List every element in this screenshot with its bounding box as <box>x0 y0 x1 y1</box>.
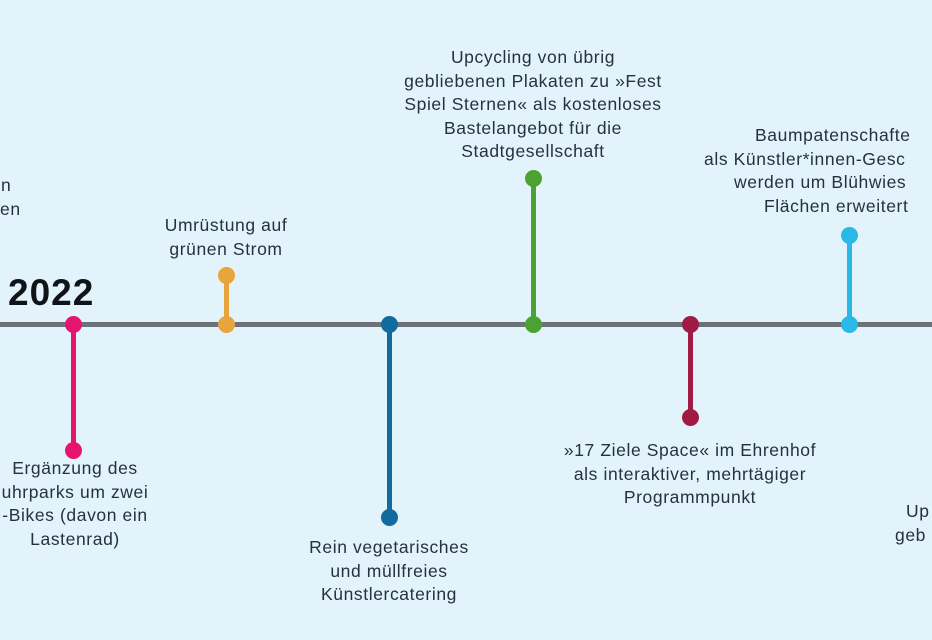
label-line: Umrüstung auf <box>164 215 288 235</box>
label-line: uhrparks um zwei <box>1 481 149 502</box>
label-line: Flächen erweitert <box>764 196 909 216</box>
marker-dot-on-axis <box>380 316 398 333</box>
year-label: 2022 <box>8 272 95 313</box>
marker-dot-end <box>217 266 235 284</box>
label-line: und müllfreies <box>330 560 448 581</box>
label-line: grünen Strom <box>169 238 283 259</box>
marker-dot-end <box>64 441 82 459</box>
marker-stem <box>687 324 693 417</box>
label-line: als interaktiver, mehrtägiger <box>573 463 807 484</box>
label-line: Lastenrad) <box>30 528 120 549</box>
marker-stem <box>530 178 536 324</box>
label-line: Programmpunkt <box>623 487 757 507</box>
label-line: werden um Blühwies <box>734 172 907 192</box>
marker-dot-on-axis <box>524 316 542 333</box>
label-17-ziele-space: »17 Ziele Space« im Ehrenhof als interak… <box>564 439 816 510</box>
cutoff-text-fragment: geb <box>895 524 926 545</box>
label-ebike-fleet: Ergänzung des uhrparks um zwei -Bikes (d… <box>2 457 149 551</box>
marker-dot-on-axis <box>840 316 858 333</box>
label-line: Ergänzung des <box>12 458 138 478</box>
cutoff-text-fragment: Up <box>906 501 930 521</box>
label-line: Rein vegetarisches <box>309 537 469 557</box>
label-line: Künstlercatering <box>320 584 458 604</box>
label-line: -Bikes (davon ein <box>2 505 148 525</box>
label-line: gebliebenen Plakaten zu »Fest <box>404 70 662 91</box>
marker-dot-on-axis <box>681 316 699 333</box>
marker-dot-end <box>524 169 542 187</box>
label-line: Stadtgesellschaft <box>461 141 605 161</box>
marker-stem <box>386 324 392 517</box>
label-line: Baumpatenschafte <box>755 125 911 145</box>
marker-dot-end <box>840 226 858 244</box>
label-line: Upcycling von übrig <box>450 47 616 67</box>
timeline-axis <box>0 322 932 327</box>
marker-stem <box>70 324 76 450</box>
cutoff-text-fragment: n <box>1 175 12 195</box>
label-line: »17 Ziele Space« im Ehrenhof <box>563 440 817 460</box>
label-line: Bastelangebot für die <box>444 117 622 138</box>
label-green-electricity: Umrüstung auf grünen Strom <box>165 214 288 261</box>
label-line: als Künstler*innen-Gesc <box>704 148 906 169</box>
marker-dot-end <box>681 408 699 426</box>
label-vegetarian-catering: Rein vegetarisches und müllfreies Künstl… <box>309 536 469 607</box>
marker-stem <box>846 235 852 324</box>
label-poster-upcycling: Upcycling von übrig gebliebenen Plakaten… <box>404 46 662 164</box>
marker-dot-end <box>380 508 398 526</box>
marker-stem <box>223 275 229 324</box>
marker-dot-on-axis <box>64 316 82 333</box>
cutoff-text-fragment: en <box>0 199 21 219</box>
label-line: Spiel Sternen« als kostenloses <box>404 94 662 114</box>
marker-dot-on-axis <box>217 316 235 333</box>
